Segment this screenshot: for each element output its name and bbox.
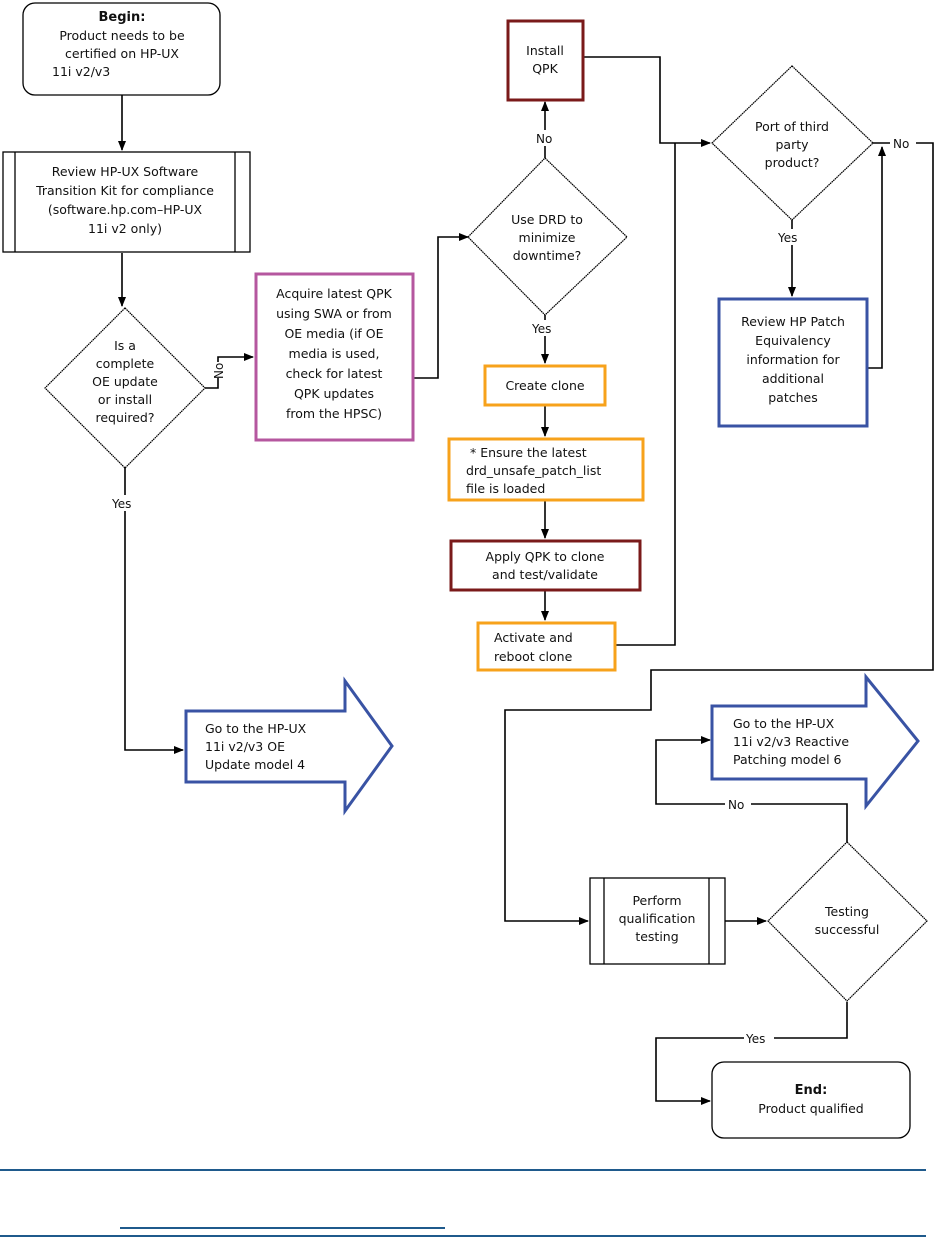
acquire-line: QPK updates	[294, 386, 374, 401]
review-kit-line: Transition Kit for compliance	[35, 183, 214, 198]
ensure-line: file is loaded	[466, 481, 545, 496]
drd-line: minimize	[519, 230, 576, 245]
oe-decision-line: or install	[98, 392, 152, 407]
goto-reactive-line: 11i v2/v3 Reactive	[733, 734, 849, 749]
perform-line: Perform	[632, 893, 681, 908]
goto-reactive-line: Go to the HP-UX	[733, 716, 835, 731]
acquire-line: check for latest	[286, 366, 383, 381]
node-begin: Begin: Product needs to be certified on …	[22, 2, 221, 96]
acquire-line: Acquire latest QPK	[276, 286, 393, 301]
begin-line: Product needs to be	[59, 28, 185, 43]
footer-rule-bottom	[0, 1235, 926, 1237]
node-end: End: Product qualified	[711, 1061, 911, 1139]
acquire-line: from the HPSC)	[286, 406, 382, 421]
footer-rule-top	[0, 1169, 926, 1171]
connectors	[118, 56, 934, 1105]
node-testing-decision: Testing successful	[767, 841, 928, 1002]
testing-line: Testing	[824, 904, 869, 919]
edge-label-test-no: No	[728, 798, 744, 812]
activate-line: Activate and	[494, 630, 573, 645]
node-perform-qualification-testing: Perform qualification testing	[589, 877, 726, 965]
edge-label-oe-no: No	[212, 363, 226, 379]
node-create-clone: Create clone	[483, 364, 607, 407]
begin-line: certified on HP-UX	[65, 46, 179, 61]
drd-line: Use DRD to	[511, 212, 583, 227]
node-goto-oe-update-model[interactable]: Go to the HP-UX 11i v2/v3 OE Update mode…	[184, 676, 394, 816]
goto-oe-line: 11i v2/v3 OE	[205, 739, 285, 754]
testing-line: successful	[815, 922, 880, 937]
node-oe-decision: Is a complete OE update or install requi…	[44, 307, 206, 469]
review-patch-line: Equivalency	[755, 333, 831, 348]
end-title: End:	[795, 1083, 828, 1098]
edge-third-no-to-perform	[504, 142, 934, 925]
node-apply-qpk-clone: Apply QPK to clone and test/validate	[449, 539, 642, 592]
node-activate-reboot-clone: Activate and reboot clone	[476, 621, 617, 672]
edge-review-patch-back-to-third	[868, 146, 886, 369]
apply-line: Apply QPK to clone	[486, 549, 605, 564]
edge-label-drd-yes: Yes	[531, 322, 551, 336]
review-patch-line: Review HP Patch	[741, 314, 845, 329]
apply-line: and test/validate	[492, 567, 598, 582]
node-review-patch-equivalency: Review HP Patch Equivalency information …	[717, 297, 869, 428]
edge-install-to-third	[584, 56, 711, 147]
ensure-line: * Ensure the latest	[470, 445, 587, 460]
goto-oe-line: Go to the HP-UX	[205, 721, 307, 736]
end-line: Product qualified	[758, 1101, 863, 1116]
oe-decision-line: OE update	[92, 374, 158, 389]
acquire-line: using SWA or from	[276, 306, 392, 321]
node-goto-reactive-patching-model[interactable]: Go to the HP-UX 11i v2/v3 Reactive Patch…	[710, 672, 920, 811]
ensure-line: drd_unsafe_patch_list	[466, 463, 601, 478]
node-review-transition-kit: Review HP-UX Software Transition Kit for…	[2, 151, 251, 253]
review-patch-line: additional	[762, 371, 824, 386]
review-kit-line: (software.hp.com–HP-UX	[48, 202, 203, 217]
node-install-qpk: Install QPK	[506, 19, 585, 102]
edge-label-test-yes: Yes	[745, 1032, 765, 1046]
acquire-line: OE media (if OE	[284, 326, 383, 341]
goto-oe-line: Update model 4	[205, 757, 305, 772]
perform-line: qualification	[619, 911, 696, 926]
edge-labels: No Yes No Yes No Yes No Yes	[110, 130, 916, 1047]
review-patch-line: patches	[768, 390, 818, 405]
review-kit-line: Review HP-UX Software	[52, 164, 199, 179]
node-third-party-decision: Port of third party product?	[711, 65, 874, 221]
edge-label-third-yes: Yes	[777, 231, 797, 245]
third-party-line: party	[775, 137, 809, 152]
review-kit-line: 11i v2 only)	[88, 221, 162, 236]
third-party-line: Port of third	[755, 119, 829, 134]
begin-title: Begin:	[99, 10, 146, 25]
edge-activate-to-third	[615, 143, 676, 646]
drd-line: downtime?	[513, 248, 582, 263]
edge-testing-yes-to-end	[655, 1002, 848, 1105]
node-ensure-unsafe-list: * Ensure the latest drd_unsafe_patch_lis…	[447, 437, 645, 502]
footer-link-underline[interactable]	[120, 1227, 445, 1229]
edge-label-drd-no: No	[536, 132, 552, 146]
oe-decision-line: Is a	[114, 338, 136, 353]
edge-label-oe-yes: Yes	[111, 497, 131, 511]
create-clone-label: Create clone	[505, 378, 584, 393]
oe-decision-line: complete	[96, 356, 155, 371]
oe-decision-line: required?	[95, 410, 154, 425]
acquire-line: media is used,	[289, 346, 380, 361]
install-line: QPK	[532, 61, 558, 76]
edge-testing-no-to-reactive	[655, 736, 848, 842]
node-drd-decision: Use DRD to minimize downtime?	[467, 157, 628, 316]
goto-reactive-line: Patching model 6	[733, 752, 842, 767]
perform-line: testing	[635, 929, 678, 944]
edge-acquire-to-drd	[414, 233, 469, 379]
install-line: Install	[526, 43, 564, 58]
edge-label-third-no: No	[893, 137, 909, 151]
review-patch-line: information for	[746, 352, 840, 367]
edge-oe-yes-to-goto-oe	[124, 468, 184, 754]
node-acquire-qpk: Acquire latest QPK using SWA or from OE …	[254, 272, 415, 442]
activate-line: reboot clone	[494, 649, 573, 664]
begin-line: 11i v2/v3	[52, 64, 110, 79]
third-party-line: product?	[765, 155, 820, 170]
